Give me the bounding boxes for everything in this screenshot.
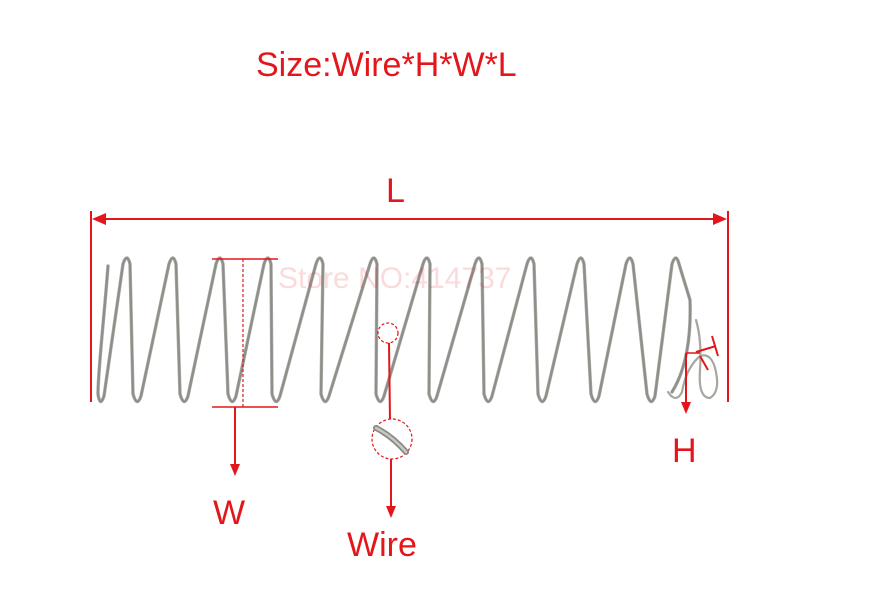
spring-wire: [96, 256, 692, 403]
height-tick-b: [711, 335, 719, 357]
height-tick-a: [695, 345, 717, 353]
width-label: W: [213, 494, 246, 532]
length-arrowhead-left: [92, 213, 106, 225]
wire-leader-top: [388, 342, 391, 421]
height-callout: [681, 335, 719, 414]
length-dimension: [90, 211, 729, 402]
wire-marker-circle: [377, 322, 399, 344]
width-dimension: [212, 258, 278, 476]
wire-leader-arrowhead: [386, 506, 396, 518]
length-arrowhead-right: [713, 213, 727, 225]
height-tick-c: [699, 355, 709, 371]
wire-callout: [371, 322, 413, 518]
height-leader-arrowhead: [681, 402, 691, 414]
wire-label: Wire: [347, 526, 417, 564]
width-leader-arrowhead: [230, 464, 240, 476]
length-label: L: [386, 172, 405, 210]
compression-spring: [96, 256, 719, 404]
wire-cross-section-icon: [371, 418, 413, 460]
store-watermark: Store NO:414737: [278, 262, 512, 295]
height-label: H: [672, 432, 697, 470]
spring-end-hook: [666, 318, 719, 400]
size-formula-title: Size:Wire*H*W*L: [256, 46, 517, 84]
